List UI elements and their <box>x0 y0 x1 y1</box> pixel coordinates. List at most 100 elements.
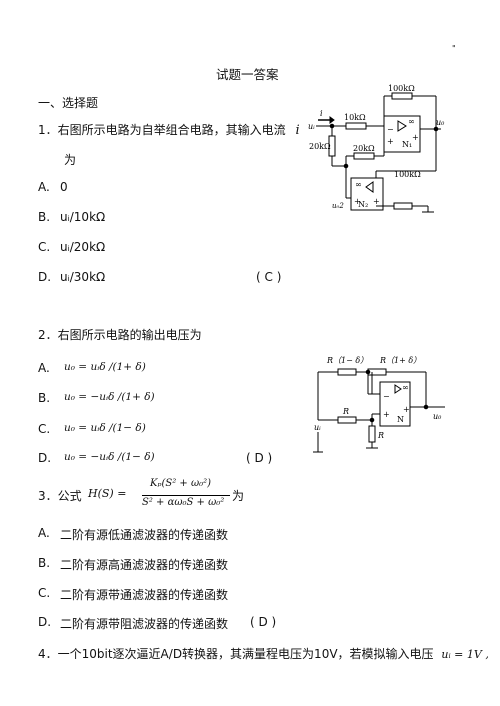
q1-var: i <box>295 123 300 138</box>
q2-option-a-text: u₀ = uᵢδ /(1+ δ) <box>64 361 146 373</box>
q1-plus-sign-n2: + <box>354 197 361 206</box>
q2-option-c-text: u₀ = uᵢδ /(1− δ) <box>64 422 146 434</box>
q1-resistor-shunt <box>328 135 336 157</box>
q3-stem-prefix: 3．公式 <box>38 489 82 503</box>
q1-stem2: 为 <box>64 153 77 167</box>
q2-label-inf: ∞ <box>402 383 409 392</box>
corner-mark: " <box>452 44 456 53</box>
q1-option-a: A.0 <box>38 180 68 194</box>
q2-option-d-label: D. <box>38 451 52 465</box>
page-title: 试题一答案 <box>216 67 279 82</box>
q1-label-r-shunt: 20kΩ <box>309 142 331 151</box>
q2-option-c: C. u₀ = uᵢδ /(1− δ) <box>38 422 146 436</box>
q2-label-in: uᵢ <box>314 423 321 432</box>
q1-answer: ( C ) <box>256 270 282 284</box>
q1-label-amp2: N₂ <box>358 200 368 209</box>
q1-label-inf-1: ∞ <box>408 117 415 126</box>
q2-label-amp: N <box>397 415 404 424</box>
q1-resistor-mid <box>353 152 375 160</box>
q1-circuit-diagram: 100kΩ 10kΩ 20kΩ 20kΩ 100kΩ N₁ N₂ uᵢ u₀ i… <box>308 84 445 213</box>
q2-node-b <box>369 417 375 423</box>
q1-resistor-in <box>345 122 367 130</box>
q1-label-r-top: 100kΩ <box>388 84 415 93</box>
q1-label-uo2: u₀2 <box>332 202 344 210</box>
q1-label-cur: i <box>320 109 323 118</box>
q2-option-b-label: B. <box>38 391 51 405</box>
q2-resistor-r2 <box>367 368 387 376</box>
q1-plus-sign: + <box>387 137 394 146</box>
q1-option-b-label: B. <box>38 210 51 224</box>
q2-label-r4: R <box>377 431 384 440</box>
q1-label-inf-2: ∞ <box>355 180 362 189</box>
q2-output-node <box>423 404 429 410</box>
q4-stem: 4．一个10bit逐次逼近A/D转换器，其满量程电压为10V，若模拟输入电压 u… <box>38 645 489 662</box>
q2-opamp-triangle <box>394 384 402 394</box>
q3-option-b-text: 二阶有源高通滤波器的传递函数 <box>60 558 229 572</box>
q2-stem: 2．右图所示电路的输出电压为 <box>38 328 202 342</box>
q2-label-r1: R（1− δ） <box>326 356 368 365</box>
q1-opamp-n1 <box>383 115 421 153</box>
q1-opamp-n1-triangle <box>397 120 407 132</box>
q2-option-a: A. u₀ = uᵢδ /(1+ δ) <box>38 361 146 375</box>
q3-formula-numerator: Kₚ(S² + ω₀²) <box>150 478 212 489</box>
q1-option-d-label: D. <box>38 270 52 284</box>
q2-label-out: u₀ <box>433 412 442 421</box>
q2-option-b-text: u₀ = −uᵢδ /(1+ δ) <box>64 391 155 403</box>
q2-answer: ( D ) <box>246 451 273 465</box>
q1-option-c-text: uᵢ/20kΩ <box>60 240 106 254</box>
q1-input-node <box>329 123 335 129</box>
q3-option-a-text: 二阶有源低通滤波器的传递函数 <box>60 528 229 542</box>
q1-resistor-bot <box>393 202 413 210</box>
q1-option-b-text: uᵢ/10kΩ <box>60 210 106 224</box>
q1-opamp-n2-triangle <box>365 181 374 193</box>
q1-option-a-label: A. <box>38 180 50 194</box>
q3-option-c-label: C. <box>38 586 51 600</box>
q3-fraction-bar <box>142 495 230 496</box>
section-heading: 一、选择题 <box>38 96 99 110</box>
q1-label-r-in: 10kΩ <box>344 113 366 122</box>
q1-minus-sign: − <box>387 125 394 134</box>
q1-option-b: B. uᵢ/10kΩ <box>38 210 105 224</box>
q2-resistor-r1 <box>337 368 357 376</box>
q1-option-d-text: uᵢ/30kΩ <box>60 270 106 284</box>
q2-plus-sign: + <box>383 410 390 419</box>
q3-option-d: D. 二阶有源带阻滤波器的传递函数 <box>38 615 228 631</box>
q2-node-a <box>365 369 371 375</box>
q2-option-d-text: u₀ = −uᵢδ /(1− δ) <box>64 451 155 463</box>
q3-option-d-label: D. <box>38 615 52 629</box>
q1-plus-sign-out: + <box>412 133 419 142</box>
q3-option-b-label: B. <box>38 556 51 570</box>
q1-opamp-n2 <box>350 177 384 211</box>
q2-wires <box>313 371 445 453</box>
q2-option-d: D. u₀ = −uᵢδ /(1− δ) <box>38 451 155 465</box>
q2-plus-sign-out: + <box>403 405 410 414</box>
q3-option-b: B. 二阶有源高通滤波器的传递函数 <box>38 556 228 572</box>
q1-label-amp1: N₁ <box>402 140 412 149</box>
q2-resistor-r3 <box>337 416 357 424</box>
q1-junction-node <box>343 163 349 169</box>
q2-minus-sign: − <box>383 392 390 401</box>
q1-stem: 1．右图所示电路为自举组合电路，其输入电流 i <box>38 121 300 138</box>
q1-label-in: uᵢ <box>308 122 315 131</box>
q3-formula-denominator: S² + αω₀S + ω₀² <box>142 497 225 508</box>
q4-stem-tail: uᵢ = 1V , <box>441 648 489 661</box>
q3-option-a-label: A. <box>38 526 50 540</box>
q2-resistor-r4 <box>368 425 376 443</box>
q1-plus-sign-n2b: + <box>373 197 380 206</box>
q2-circuit-diagram: R（1− δ） R（1+ δ） R R N uᵢ u₀ ∞ − + + <box>313 356 445 453</box>
q3-answer: ( D ) <box>250 615 277 629</box>
q3-option-d-text: 二阶有源带阻滤波器的传递函数 <box>60 617 229 631</box>
q2-option-c-label: C. <box>38 422 51 436</box>
q2-label-r2: R（1+ δ） <box>379 356 421 365</box>
q1-option-c-label: C. <box>38 240 51 254</box>
q3-stem-suffix: 为 <box>232 489 245 503</box>
q1-label-r-bot: 100kΩ <box>394 170 421 179</box>
q1-label-r-mid: 20kΩ <box>353 144 375 153</box>
q1-resistor-top <box>391 92 413 100</box>
q1-output-node <box>433 126 439 132</box>
q1-option-c: C. uᵢ/20kΩ <box>38 240 105 254</box>
q2-label-r3: R <box>342 407 349 416</box>
q2-option-a-label: A. <box>38 361 50 375</box>
q2-option-b: B. u₀ = −uᵢδ /(1+ δ) <box>38 391 155 405</box>
q3-option-c-text: 二阶有源带通滤波器的传递函数 <box>60 588 229 602</box>
